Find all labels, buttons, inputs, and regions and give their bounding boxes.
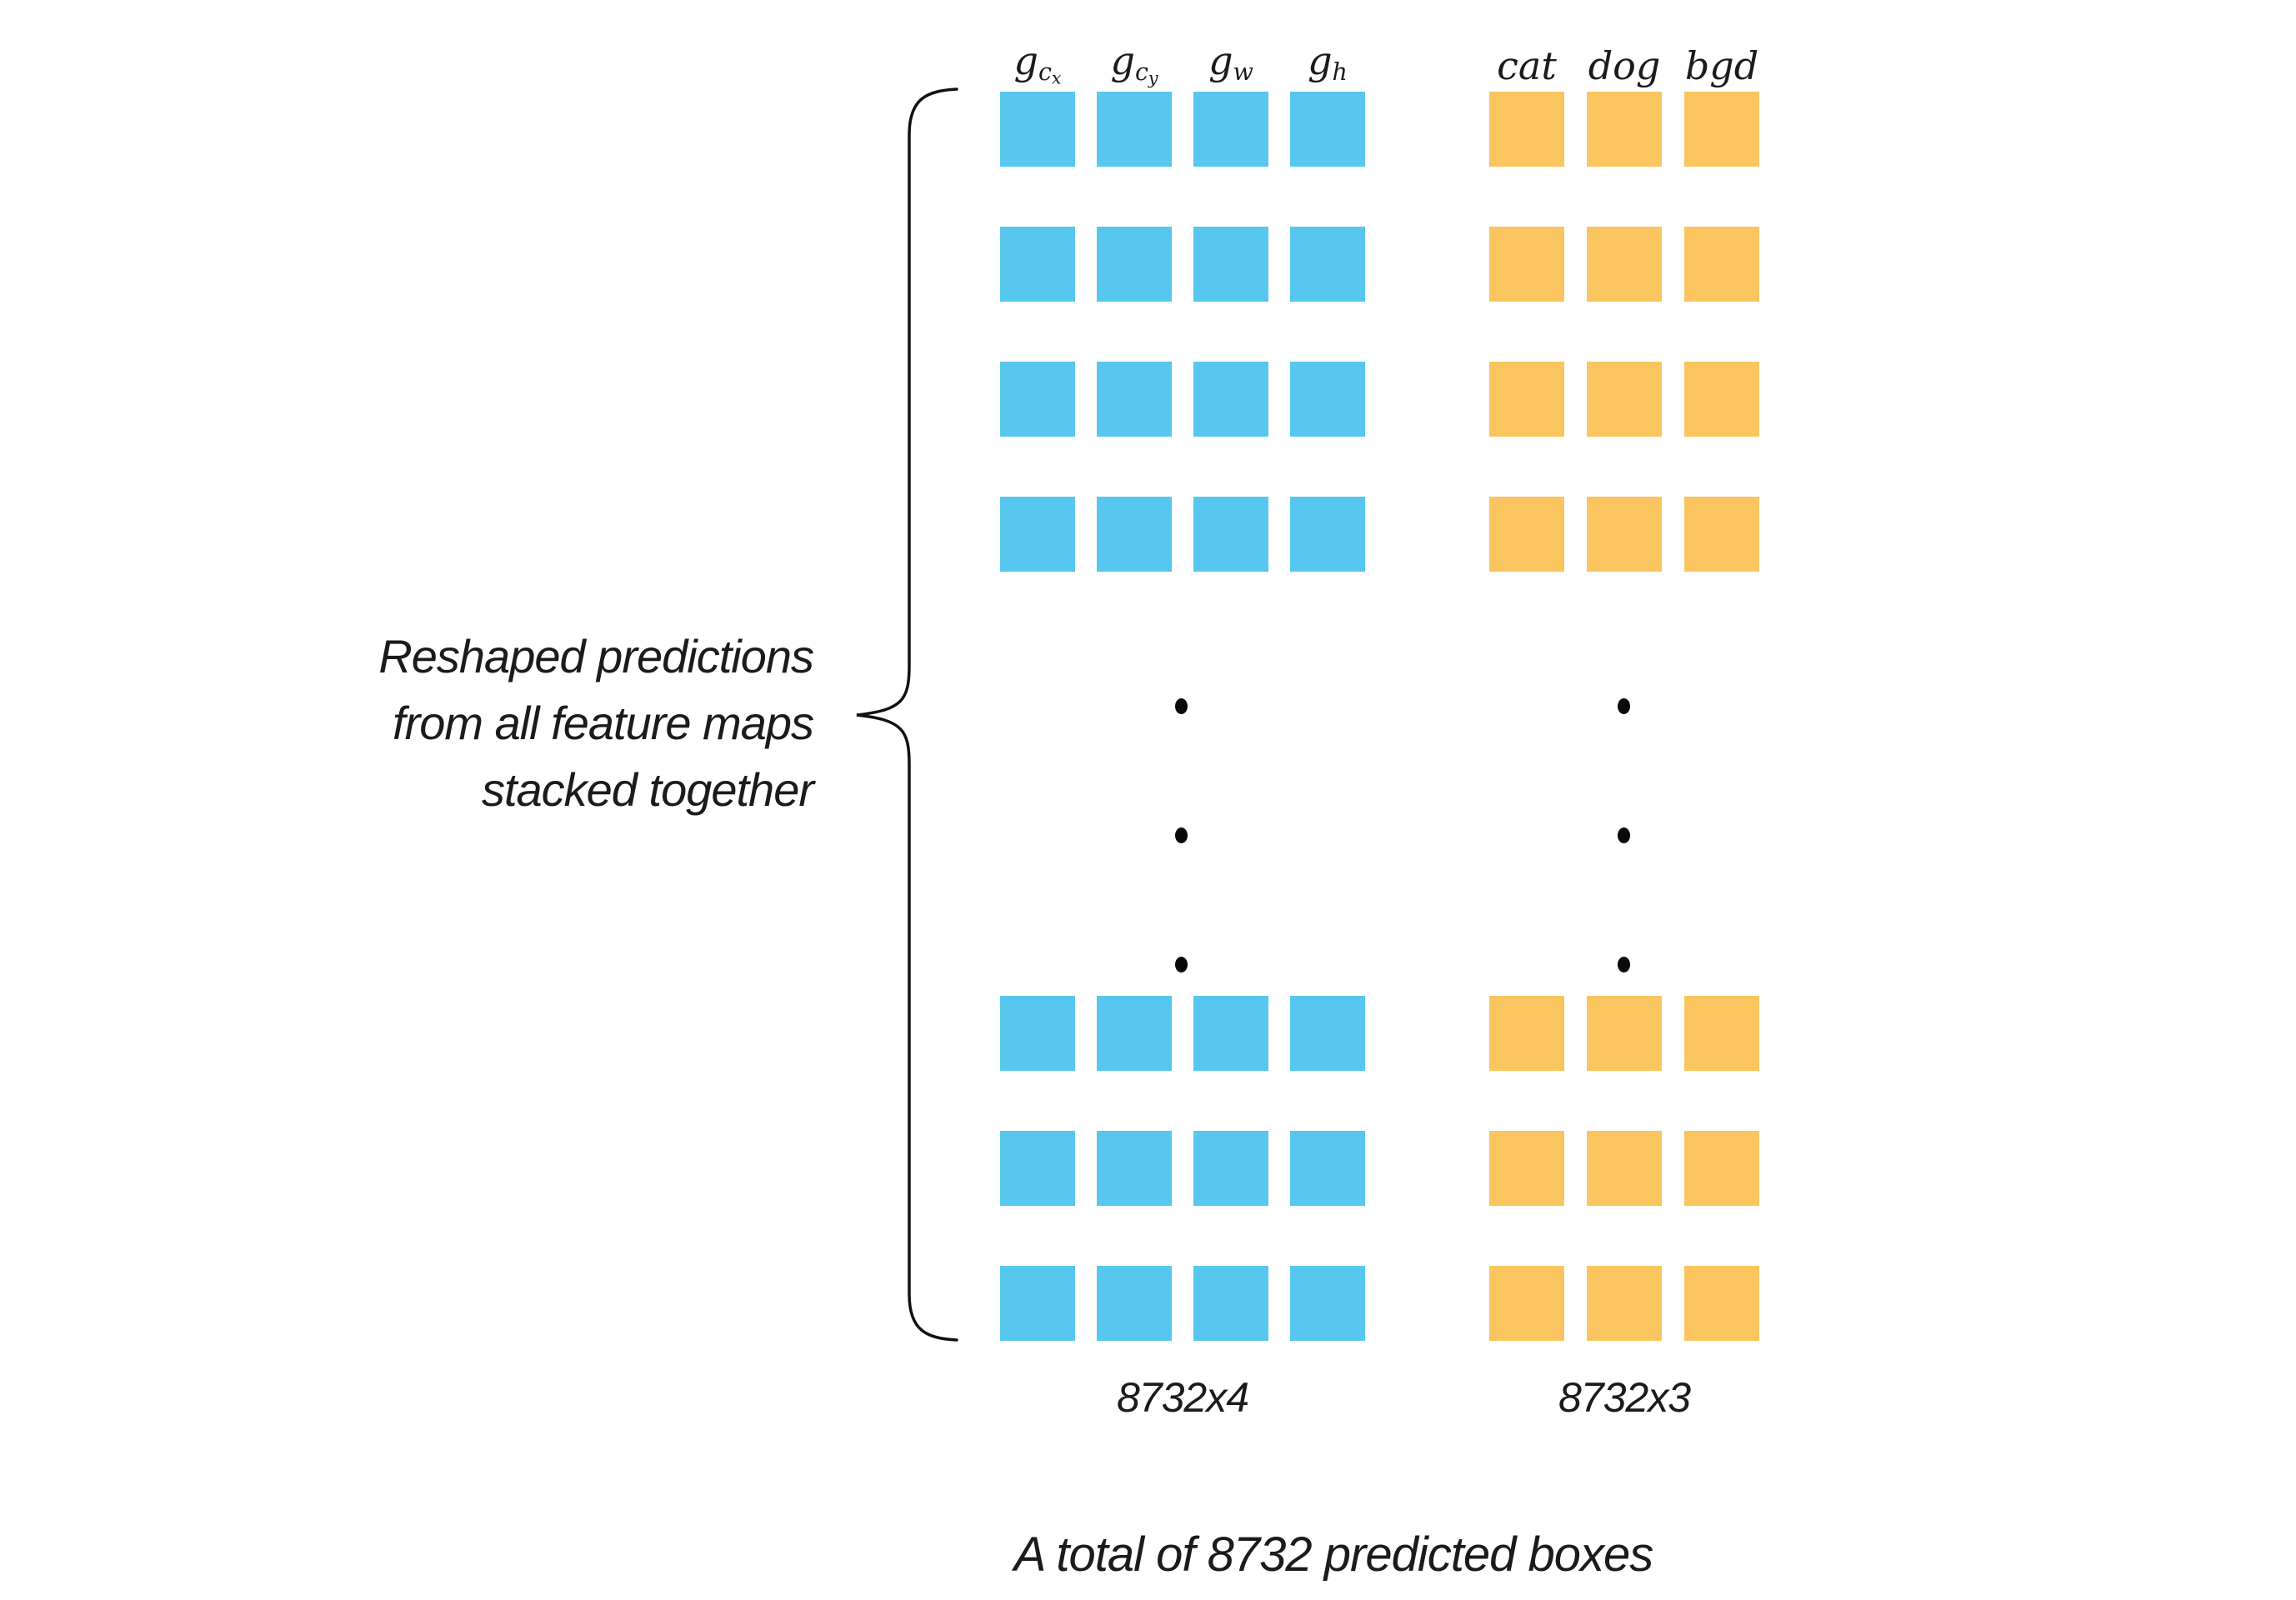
blue-cell — [1290, 1266, 1365, 1341]
orange-ellipsis-dots — [1618, 698, 1630, 972]
orange-cell — [1684, 362, 1759, 437]
header-sub: h — [1332, 58, 1348, 87]
blue-cell — [1290, 92, 1365, 167]
orange-cell — [1587, 362, 1662, 437]
header-sub: c — [1038, 58, 1052, 87]
blue-cell — [1193, 996, 1268, 1071]
header-g-cy: gcy — [1097, 38, 1172, 89]
blue-cell — [1290, 996, 1365, 1071]
blue-cell — [1193, 362, 1268, 437]
blue-cell — [1000, 362, 1075, 437]
blue-matrix-bottom — [1000, 996, 1365, 1341]
left-annotation: Reshaped predictions from all feature ma… — [250, 623, 814, 823]
orange-cell — [1489, 497, 1564, 572]
orange-cell — [1489, 92, 1564, 167]
ellipsis-dot — [1618, 957, 1630, 972]
blue-column-headers: gcx gcy gw gh — [1000, 28, 1365, 89]
orange-cell — [1587, 1266, 1662, 1341]
orange-cell — [1489, 1266, 1564, 1341]
header-sub: c — [1134, 58, 1148, 87]
header-base: g — [1208, 38, 1233, 83]
header-dog: dog — [1588, 43, 1661, 88]
header-bgd: bgd — [1684, 43, 1759, 88]
curly-brace — [856, 88, 958, 1342]
blue-cell — [1193, 92, 1268, 167]
blue-ellipsis-dots — [1175, 698, 1188, 972]
orange-cell — [1489, 362, 1564, 437]
blue-cell — [1097, 227, 1172, 302]
blue-cell — [1097, 362, 1172, 437]
header-g-cx: gcx — [1000, 38, 1075, 89]
orange-cell — [1684, 1266, 1759, 1341]
total-boxes-caption: A total of 8732 predicted boxes — [1013, 1528, 1654, 1582]
orange-cell — [1587, 227, 1662, 302]
orange-cell — [1684, 1131, 1759, 1206]
ellipsis-dot — [1175, 828, 1188, 843]
blue-cell — [1097, 497, 1172, 572]
left-annotation-line: stacked together — [481, 763, 814, 816]
blue-cell — [1097, 92, 1172, 167]
ellipsis-dot — [1618, 698, 1630, 714]
orange-cell — [1684, 227, 1759, 302]
blue-cell — [1290, 1131, 1365, 1206]
blue-cell — [1193, 227, 1268, 302]
header-g-h: gh — [1290, 38, 1365, 89]
blue-cell — [1290, 362, 1365, 437]
left-annotation-line: Reshaped predictions — [378, 630, 814, 682]
orange-cell — [1587, 92, 1662, 167]
orange-cell — [1489, 227, 1564, 302]
orange-matrix-dimensions: 8732x3 — [1558, 1374, 1691, 1421]
orange-cell — [1587, 1131, 1662, 1206]
orange-cell — [1489, 1131, 1564, 1206]
header-sub: w — [1233, 58, 1253, 87]
blue-matrix-dimensions: 8732x4 — [1116, 1374, 1249, 1421]
blue-cell — [1097, 1266, 1172, 1341]
orange-matrix-bottom — [1489, 996, 1759, 1341]
header-subsub: x — [1051, 68, 1062, 88]
ellipsis-dot — [1618, 828, 1630, 843]
orange-cell — [1489, 996, 1564, 1071]
orange-cell — [1587, 996, 1662, 1071]
blue-cell — [1290, 497, 1365, 572]
left-annotation-line: from all feature maps — [393, 697, 814, 749]
header-base: g — [1013, 38, 1038, 83]
blue-cell — [1000, 996, 1075, 1071]
orange-column-headers: cat dog bgd — [1489, 28, 1759, 88]
header-subsub: y — [1148, 68, 1158, 88]
blue-cell — [1097, 996, 1172, 1071]
header-base: g — [1110, 38, 1135, 83]
blue-cell — [1193, 1266, 1268, 1341]
blue-cell — [1000, 1266, 1075, 1341]
orange-cell — [1587, 497, 1662, 572]
blue-cell — [1097, 1131, 1172, 1206]
header-cat: cat — [1497, 43, 1557, 88]
orange-cell — [1684, 92, 1759, 167]
blue-cell — [1193, 1131, 1268, 1206]
blue-cell — [1000, 1131, 1075, 1206]
blue-cell — [1193, 497, 1268, 572]
header-base: g — [1308, 38, 1333, 83]
blue-cell — [1000, 92, 1075, 167]
blue-matrix-top — [1000, 92, 1365, 572]
blue-cell — [1000, 497, 1075, 572]
ellipsis-dot — [1175, 698, 1188, 714]
blue-cell — [1290, 227, 1365, 302]
blue-cell — [1000, 227, 1075, 302]
orange-matrix-top — [1489, 92, 1759, 572]
ellipsis-dot — [1175, 957, 1188, 972]
header-g-w: gw — [1193, 38, 1268, 89]
orange-cell — [1684, 497, 1759, 572]
orange-cell — [1684, 996, 1759, 1071]
